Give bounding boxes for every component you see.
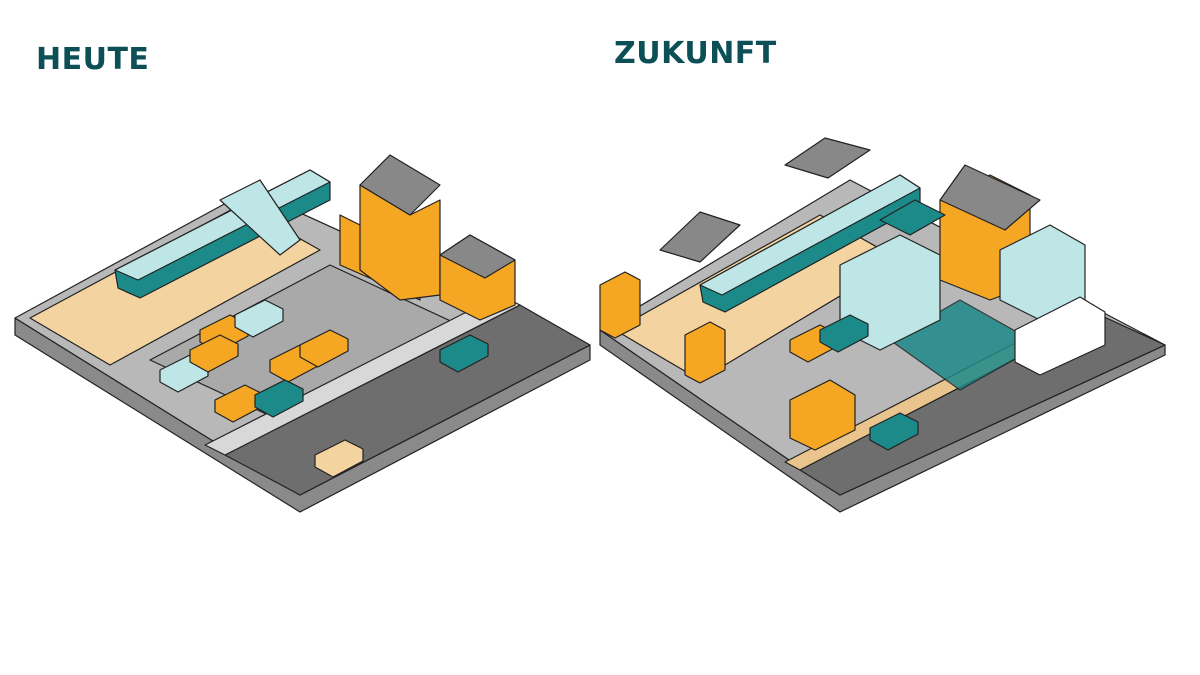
title-zukunft: ZUKUNFT xyxy=(614,36,777,71)
car xyxy=(234,299,284,338)
car xyxy=(314,439,364,478)
footbridge xyxy=(219,179,301,256)
car xyxy=(439,334,489,373)
kiosk-roof xyxy=(439,234,516,279)
solar-canopy xyxy=(659,211,741,263)
solar-canopy xyxy=(784,137,871,179)
station-roof xyxy=(359,154,441,216)
car xyxy=(254,379,304,418)
sidewalk xyxy=(204,294,521,456)
car xyxy=(819,314,869,353)
green-roof xyxy=(879,199,946,236)
scene-today xyxy=(14,154,591,513)
station-roof xyxy=(939,164,1041,231)
train-roof xyxy=(699,174,921,296)
bus-stop xyxy=(789,379,856,451)
scene-future xyxy=(599,137,1166,513)
cars-future xyxy=(789,314,919,451)
car xyxy=(189,334,239,373)
car xyxy=(869,412,919,451)
electric-van xyxy=(1014,296,1106,376)
info-pillar xyxy=(684,321,726,384)
cars-today xyxy=(159,299,489,478)
title-heute: HEUTE xyxy=(36,42,150,77)
info-pillar xyxy=(599,271,641,339)
car xyxy=(299,329,349,368)
